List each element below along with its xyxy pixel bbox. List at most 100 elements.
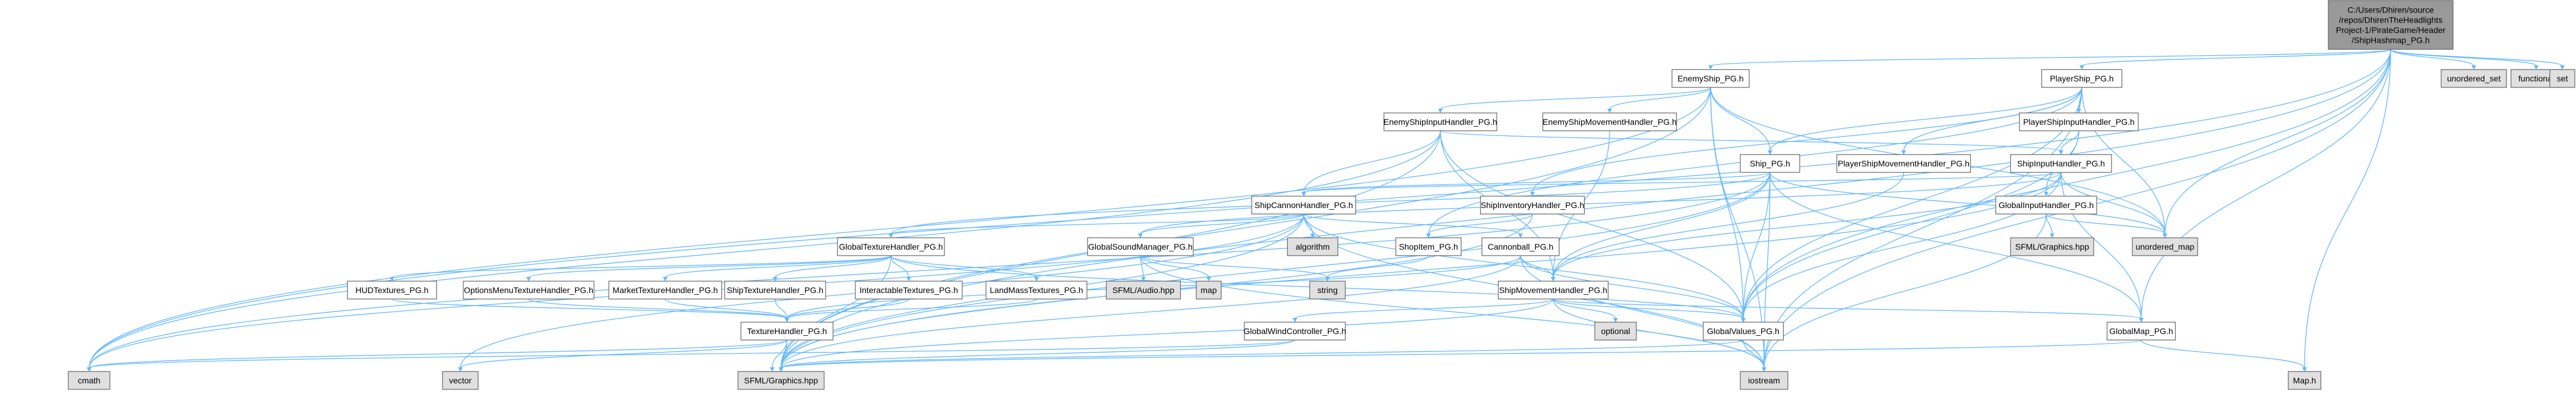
edge-root-to-set bbox=[2390, 49, 2563, 67]
edge-root-to-enemyship bbox=[1710, 49, 2391, 67]
node-maph: Map.h bbox=[2287, 371, 2322, 390]
node-markettex[interactable]: MarketTextureHandler_PG.h bbox=[608, 281, 722, 300]
node-playershipmove[interactable]: PlayerShipMovementHandler_PG.h bbox=[1836, 154, 1971, 173]
node-label: Cannonball_PG.h bbox=[1488, 242, 1554, 251]
arrowhead bbox=[2139, 318, 2144, 322]
edge-root-to-functional bbox=[2390, 49, 2537, 67]
arrowhead bbox=[889, 234, 893, 238]
node-box bbox=[740, 322, 834, 341]
node-optional: optional bbox=[1594, 322, 1637, 341]
node-landmasstex[interactable]: LandMassTextures_PG.h bbox=[985, 281, 1088, 300]
edge-texturehandler-to-vector bbox=[460, 339, 788, 369]
node-label: TextureHandler_PG.h bbox=[747, 326, 827, 336]
edge-globaltexture-to-shiptex bbox=[775, 255, 892, 278]
edge-playership-to-iostream bbox=[1763, 87, 2082, 369]
edge-markettex-to-texturehandler bbox=[665, 298, 788, 319]
node-label: MarketTextureHandler_PG.h bbox=[612, 285, 718, 295]
node-box bbox=[1196, 281, 1222, 300]
node-globalsound[interactable]: GlobalSoundManager_PG.h bbox=[1087, 237, 1194, 256]
node-box bbox=[1671, 69, 1750, 88]
arrowhead bbox=[87, 367, 91, 372]
node-label: GlobalMap_PG.h bbox=[2109, 326, 2173, 336]
node-label: HUDTextures_PG.h bbox=[356, 285, 429, 295]
node-globalinput[interactable]: GlobalInputHandler_PG.h bbox=[1995, 196, 2097, 215]
arrowhead bbox=[390, 277, 394, 281]
node-box bbox=[608, 281, 722, 300]
edge-shipmove-to-globalvalues bbox=[1553, 298, 1744, 319]
node-label: ShipTextureHandler_PG.h bbox=[727, 285, 824, 295]
arrowhead bbox=[458, 367, 463, 372]
edge-shiptex-to-texturehandler bbox=[775, 298, 788, 319]
edge-enemyship-to-enemyshipmove bbox=[1609, 87, 1711, 110]
node-enemyshipmove[interactable]: EnemyShipMovementHandler_PG.h bbox=[1542, 112, 1677, 131]
arrowhead bbox=[779, 367, 783, 372]
node-cannonball[interactable]: Cannonball_PG.h bbox=[1481, 237, 1560, 256]
edge-root-to-cmath bbox=[88, 49, 2391, 369]
edge-texturehandler-to-cmath bbox=[88, 339, 788, 369]
edge-cannonball-to-iostream bbox=[1520, 255, 1765, 369]
node-hudtex[interactable]: HUDTextures_PG.h bbox=[347, 281, 437, 300]
node-box bbox=[1995, 196, 2097, 215]
edge-globaltexture-to-markettex bbox=[665, 255, 892, 278]
arrowhead bbox=[1518, 234, 1523, 238]
arrowhead bbox=[1762, 367, 1766, 372]
edge-globalvalues-to-iostream bbox=[1743, 339, 1765, 369]
node-map: map bbox=[1196, 281, 1222, 300]
node-box bbox=[2287, 371, 2322, 390]
node-label: SFML/Graphics.hpp bbox=[2015, 242, 2090, 251]
arrowhead bbox=[2302, 367, 2307, 372]
edge-interacttex-to-texturehandler bbox=[786, 298, 909, 319]
node-shipinventory[interactable]: ShipInventoryHandler_PG.h bbox=[1480, 196, 1585, 215]
node-label: map bbox=[1200, 285, 1216, 295]
edge-cannonball-to-globalvalues bbox=[1520, 255, 1744, 319]
edge-globalmap-to-sfml_graphics bbox=[780, 339, 2142, 369]
node-interacttex[interactable]: InteractableTextures_PG.h bbox=[855, 281, 963, 300]
node-label: optional bbox=[1601, 326, 1630, 336]
node-sfml_graphics: SFML/Graphics.hpp bbox=[737, 371, 825, 390]
node-ship[interactable]: Ship_PG.h bbox=[1740, 154, 1800, 173]
node-shiptex[interactable]: ShipTextureHandler_PG.h bbox=[724, 281, 826, 300]
node-globaltexture[interactable]: GlobalTextureHandler_PG.h bbox=[837, 237, 945, 256]
node-label: InteractableTextures_PG.h bbox=[859, 285, 958, 295]
edge-shipmove-to-iostream bbox=[1553, 298, 1765, 369]
node-optionstex[interactable]: OptionsMenuTextureHandler_PG.h bbox=[463, 281, 595, 300]
node-box bbox=[463, 281, 595, 300]
node-label: ShipCannonHandler_PG.h bbox=[1254, 200, 1353, 210]
arrowhead bbox=[1708, 65, 1713, 70]
arrowhead bbox=[526, 277, 531, 281]
edge-ship-to-globalmap bbox=[1769, 172, 2142, 319]
node-root[interactable]: C:/Users/Dhiren/source/repos/DhirenTheHe… bbox=[2328, 0, 2454, 50]
node-enemyshipinput[interactable]: EnemyShipInputHandler_PG.h bbox=[1383, 112, 1497, 131]
node-shipmove[interactable]: ShipMovementHandler_PG.h bbox=[1497, 281, 1609, 300]
node-box bbox=[68, 371, 110, 390]
node-shopitem[interactable]: ShopItem_PG.h bbox=[1395, 237, 1462, 256]
node-box bbox=[737, 371, 825, 390]
node-globalvalues[interactable]: GlobalValues_PG.h bbox=[1702, 322, 1784, 341]
edge-cannonball-to-shipmove bbox=[1520, 255, 1554, 278]
node-playershipinput[interactable]: PlayerShipInputHandler_PG.h bbox=[2019, 112, 2139, 131]
node-shipcannon[interactable]: ShipCannonHandler_PG.h bbox=[1251, 196, 1357, 215]
node-box bbox=[2041, 69, 2123, 88]
node-texturehandler[interactable]: TextureHandler_PG.h bbox=[740, 322, 834, 341]
node-playership[interactable]: PlayerShip_PG.h bbox=[2041, 69, 2123, 88]
node-sfml_audio: SFML/Audio.hpp bbox=[1105, 281, 1181, 300]
edge-shipcannon-to-cannonball bbox=[1303, 213, 1521, 235]
node-label: C:/Users/Dhiren/source bbox=[2347, 5, 2434, 15]
edge-root-to-maph bbox=[2304, 49, 2391, 369]
edge-root-to-sfml_graphics bbox=[780, 49, 2391, 369]
node-globalwind[interactable]: GlobalWindController_PG.h bbox=[1244, 322, 1347, 341]
arrowhead bbox=[1613, 318, 1618, 322]
node-label: /ShipHashmap_PG.h bbox=[2351, 36, 2430, 45]
edge-shipmove-to-globalwind bbox=[1294, 298, 1554, 319]
node-globalmap[interactable]: GlobalMap_PG.h bbox=[2106, 322, 2176, 341]
edge-playership-to-ship bbox=[1769, 87, 2082, 152]
edge-globaltexture-to-hudtex bbox=[391, 255, 892, 278]
arrowhead bbox=[2471, 65, 2476, 70]
edge-globaltexture-to-sfml_graphics bbox=[780, 255, 892, 369]
node-label: unordered_map bbox=[2136, 242, 2195, 251]
node-enemyship[interactable]: EnemyShip_PG.h bbox=[1671, 69, 1750, 88]
node-shipinput[interactable]: ShipInputHandler_PG.h bbox=[2010, 154, 2112, 173]
node-cmath: cmath bbox=[68, 371, 110, 390]
node-box bbox=[2010, 237, 2094, 256]
arrowhead bbox=[770, 367, 775, 372]
